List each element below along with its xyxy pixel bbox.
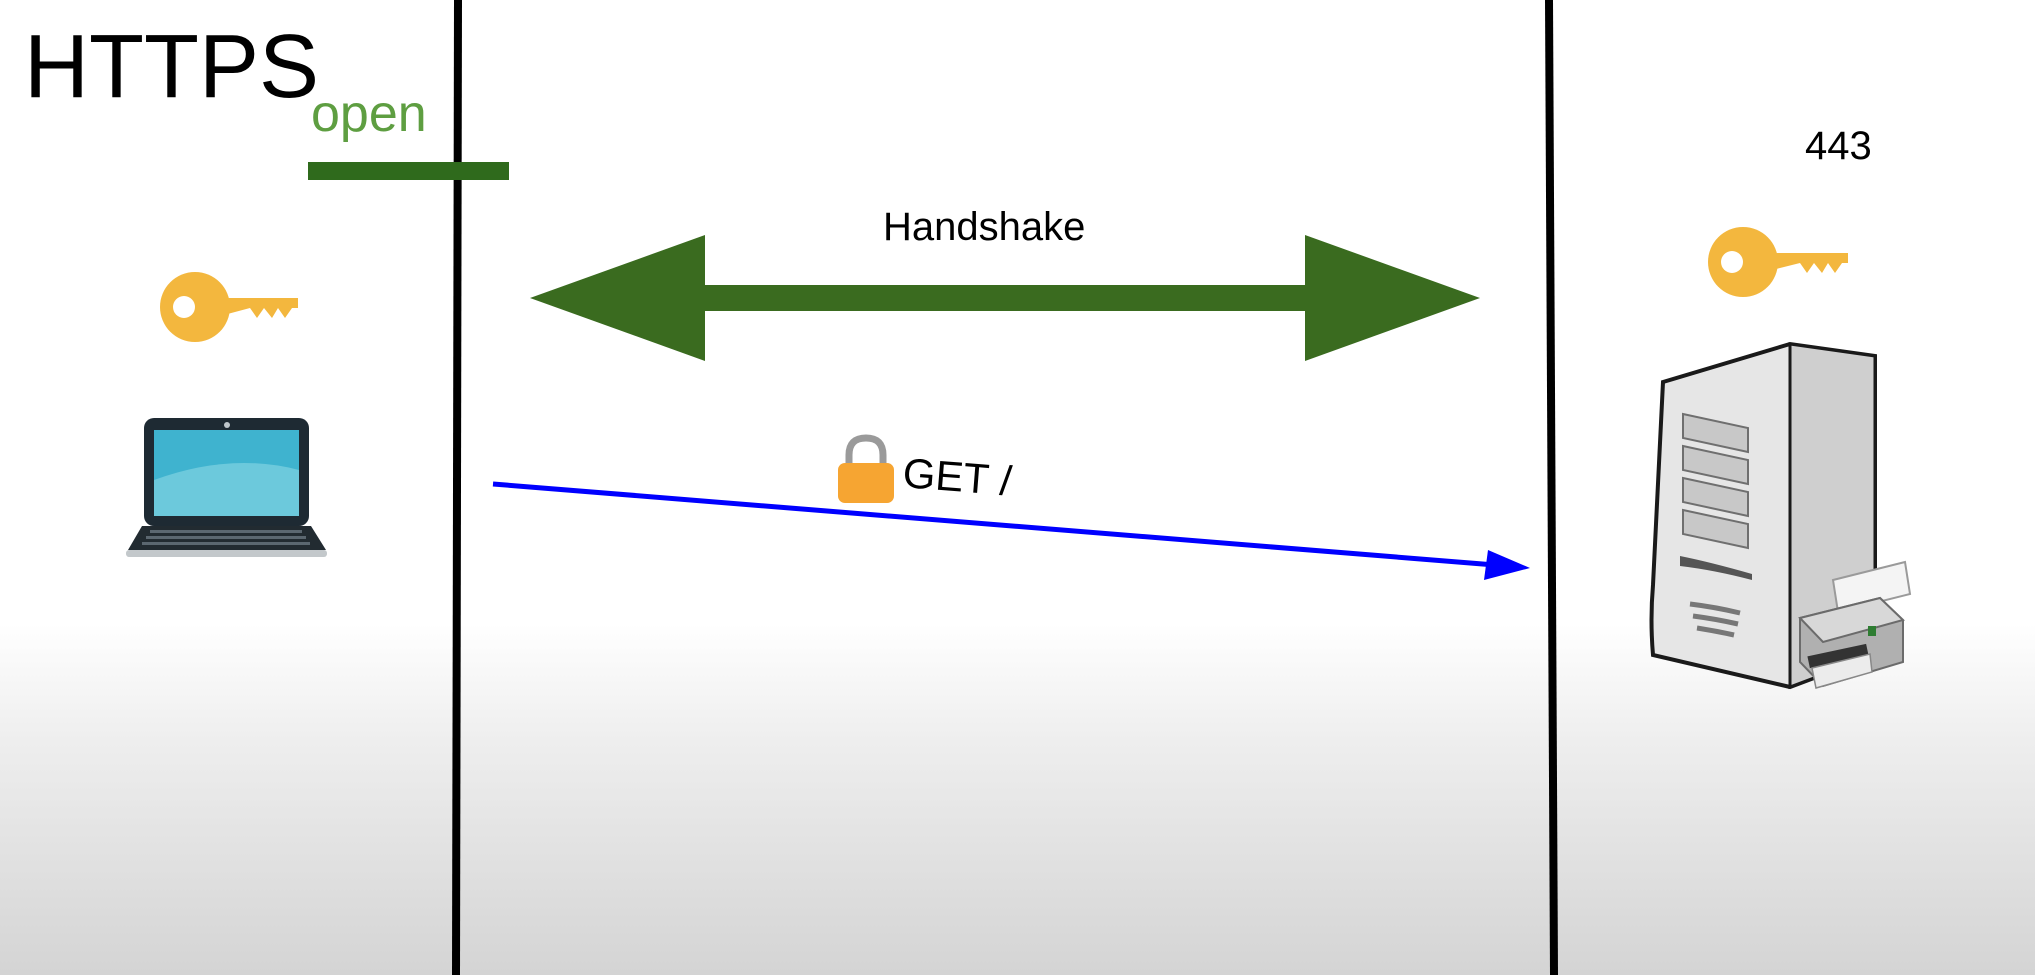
printer-icon xyxy=(1798,560,1912,689)
handshake-double-arrow xyxy=(530,235,1480,361)
open-port-bar xyxy=(308,162,509,180)
get-request-arrow xyxy=(492,481,1530,580)
port-number-label: 443 xyxy=(1805,124,1872,168)
key-icon xyxy=(160,272,298,342)
lock-icon xyxy=(838,434,894,503)
get-request-label: GET / xyxy=(901,449,1014,505)
client-boundary-line xyxy=(452,0,462,975)
laptop-icon xyxy=(126,418,327,557)
server-boundary-line xyxy=(1545,0,1558,975)
handshake-label: Handshake xyxy=(883,205,1086,249)
page-title: HTTPS xyxy=(24,17,320,117)
key-icon xyxy=(1708,227,1848,297)
port-state-label: open xyxy=(311,85,427,143)
